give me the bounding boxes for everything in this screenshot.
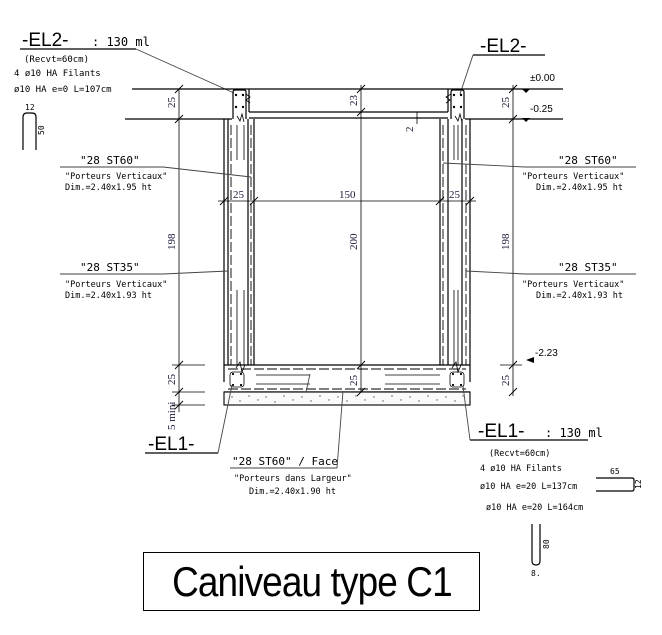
el2-left-tag: -EL2- <box>22 30 68 51</box>
label-right-1-desc: "Porteurs Verticaux" <box>522 172 624 182</box>
el1-right-note-4: ø10 HA e=20 L=164cm <box>486 503 583 513</box>
dim-gap: 2 <box>404 127 416 133</box>
bottom-slab <box>223 360 471 406</box>
label-left-1-desc: "Porteurs Verticaux" <box>65 172 167 182</box>
dim-top-slab-right: 25 <box>500 97 512 109</box>
dim-bottom-slab-right: 25 <box>500 375 512 387</box>
el2-right-tag: -EL2- <box>480 36 526 57</box>
left-wall <box>223 89 255 382</box>
label-left-2-dim: Dim.=2.40x1.93 ht <box>65 291 152 301</box>
el2-right-annotation: -EL2- <box>459 36 545 95</box>
label-left-1-dim: Dim.=2.40x1.95 ht <box>65 183 152 193</box>
el1-right-annotation: -EL1- : 130 ml (Recvt=60cm) 4 ø10 HA Fil… <box>462 385 643 578</box>
level-markers: ±0.00 -0.25 -2.23 <box>522 73 558 363</box>
dim-bottom-slab-left: 25 <box>166 374 178 386</box>
dim-wall-left: 25 <box>233 189 245 201</box>
label-bottom-dim: Dim.=2.40x1.90 ht <box>249 487 336 497</box>
level-triangle-icon <box>526 357 534 363</box>
el2-hook-height: 50 <box>37 125 46 135</box>
level-top-slab: -0.25 <box>530 104 553 115</box>
dim-top-opening: 23 <box>348 95 360 107</box>
hook-bar-icon <box>531 524 541 566</box>
right-labels: "28 ST60" "Porteurs Verticaux" Dim.=2.40… <box>442 154 636 301</box>
el1-right-note-3: ø10 HA e=20 L=137cm <box>480 482 577 492</box>
bottom-label: "28 ST60" / Face "Porteurs dans Largeur"… <box>230 373 352 497</box>
el1-bar-height: 12 <box>634 479 643 489</box>
dim-bottom-slab-mid: 25 <box>348 375 360 387</box>
el1-hook-width: 8. <box>531 569 541 578</box>
dim-height-right: 198 <box>500 233 512 250</box>
dim-inner-height: 200 <box>348 233 360 250</box>
el1-left-tag: -EL1- <box>148 434 194 455</box>
el1-left-annotation: -EL1- <box>145 384 233 455</box>
el2-hook-width: 12 <box>25 103 35 112</box>
label-right-1-name: "28 ST60" <box>558 154 618 167</box>
el1-right-length: : 130 ml <box>545 426 603 440</box>
dim-inner-width: 150 <box>339 189 356 201</box>
level-top: ±0.00 <box>530 73 555 84</box>
level-bottom: -2.23 <box>535 348 558 359</box>
el2-left-length: : 130 ml <box>92 35 150 49</box>
dim-top-slab-left: 25 <box>166 97 178 109</box>
label-bottom-desc: "Porteurs dans Largeur" <box>234 474 352 484</box>
label-right-2-name: "28 ST35" <box>558 261 618 274</box>
hook-bar-icon <box>22 112 37 150</box>
drawing-title: Caniveau type C1 <box>171 557 453 605</box>
el2-left-note-1: (Recvt=60cm) <box>24 55 89 65</box>
label-left-2-desc: "Porteurs Verticaux" <box>65 280 167 290</box>
level-triangle-icon <box>522 89 530 93</box>
label-left-2-name: "28 ST35" <box>80 261 140 274</box>
el1-right-tag: -EL1- <box>478 421 524 442</box>
dim-height-left: 198 <box>166 233 178 250</box>
el1-right-note-1: (Recvt=60cm) <box>489 449 550 459</box>
el2-left-note-3: ø10 HA e=0 L=107cm <box>14 85 112 95</box>
right-wall <box>439 89 471 382</box>
dim-wall-right: 25 <box>449 189 461 201</box>
label-right-2-desc: "Porteurs Verticaux" <box>522 280 624 290</box>
left-labels: "28 ST60" "Porteurs Verticaux" Dim.=2.40… <box>60 154 252 301</box>
label-bottom-name: "28 ST60" / Face <box>232 455 338 468</box>
label-right-2-dim: Dim.=2.40x1.93 ht <box>536 291 623 301</box>
el1-bar-length: 65 <box>610 467 620 476</box>
label-left-1-name: "28 ST60" <box>80 154 140 167</box>
el1-right-note-2: 4 ø10 HA Filants <box>480 464 562 474</box>
dim-lean-concrete: 5 mini <box>166 402 178 430</box>
u-bar-icon <box>596 477 635 492</box>
el2-left-annotation: -EL2- : 130 ml (Recvt=60cm) 4 ø10 HA Fil… <box>14 30 235 150</box>
label-right-1-dim: Dim.=2.40x1.95 ht <box>536 183 623 193</box>
title-box: Caniveau type C1 <box>143 552 480 611</box>
dimension-lines: 25 198 25 5 mini 23 200 25 2 25 150 25 2… <box>166 84 522 430</box>
el2-left-note-2: 4 ø10 HA Filants <box>14 69 101 79</box>
el1-hook-height: 80 <box>542 539 551 549</box>
lean-concrete <box>223 391 471 406</box>
